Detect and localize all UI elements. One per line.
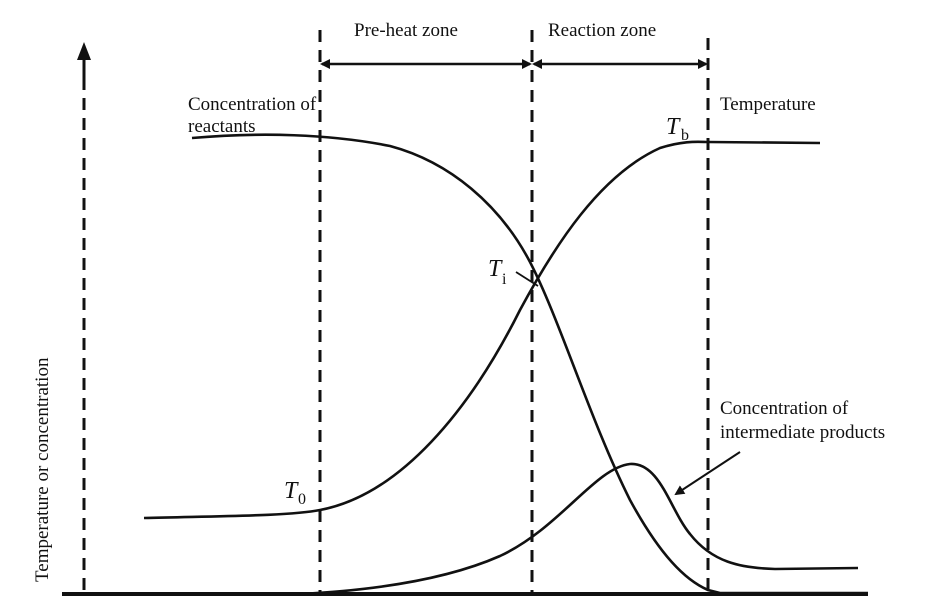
y-axis-arrowhead	[77, 42, 91, 60]
svg-text:T: T	[488, 256, 503, 282]
intermediate-label-line1: Concentration of	[720, 398, 849, 419]
temperature-label: Temperature	[720, 94, 816, 115]
temperature-curve	[143, 140, 821, 520]
intermediate-pointer-arrow	[674, 451, 741, 496]
ti-pointer-line	[515, 271, 539, 287]
reactants-label-line1: Concentration of	[188, 94, 317, 115]
svg-text:i: i	[502, 271, 507, 288]
reactants-label-line2: reactants	[188, 116, 256, 137]
preheat-zone-label: Pre-heat zone	[354, 20, 458, 41]
t0-symbol: T 0	[284, 478, 306, 508]
svg-text:T: T	[666, 114, 681, 140]
svg-text:0: 0	[298, 491, 306, 508]
intermediate-products-curve	[299, 462, 859, 596]
tb-symbol: T b	[666, 114, 689, 144]
intermediate-label-line2: intermediate products	[720, 422, 885, 443]
y-axis-label: Temperature or concentration	[32, 357, 53, 582]
ti-symbol: T i	[488, 256, 507, 288]
reactants-concentration-curve	[191, 133, 868, 595]
reaction-zone-label: Reaction zone	[548, 20, 656, 41]
svg-text:T: T	[284, 478, 299, 504]
svg-text:b: b	[681, 127, 689, 144]
